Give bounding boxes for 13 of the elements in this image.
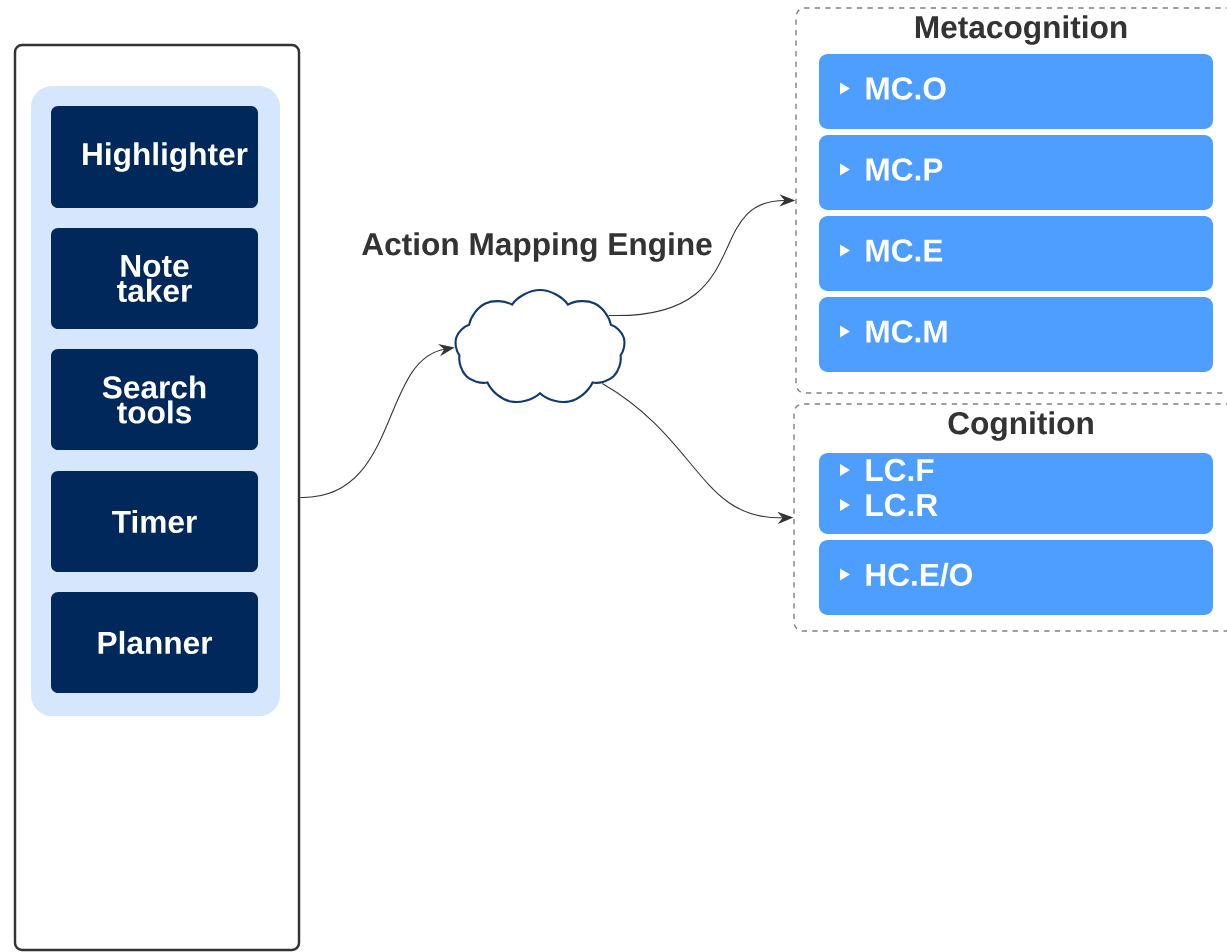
list-item: MC.E	[819, 216, 1213, 291]
tool-box: Note taker	[51, 228, 258, 329]
tool-box: Search tools	[51, 349, 258, 450]
list-item: LC.F LC.R	[819, 453, 1213, 534]
frame-box	[13, 43, 301, 952]
tool-box: Planner	[51, 592, 258, 693]
list-item: MC.O	[819, 54, 1213, 129]
list-item: MC.M	[819, 297, 1213, 372]
tool-box: Highlighter	[51, 106, 258, 208]
tool-box: Timer	[51, 471, 258, 572]
list-item: HC.E/O	[819, 540, 1213, 615]
list-item: MC.P	[819, 135, 1213, 210]
node-label: Action Mapping Engine	[362, 232, 712, 262]
